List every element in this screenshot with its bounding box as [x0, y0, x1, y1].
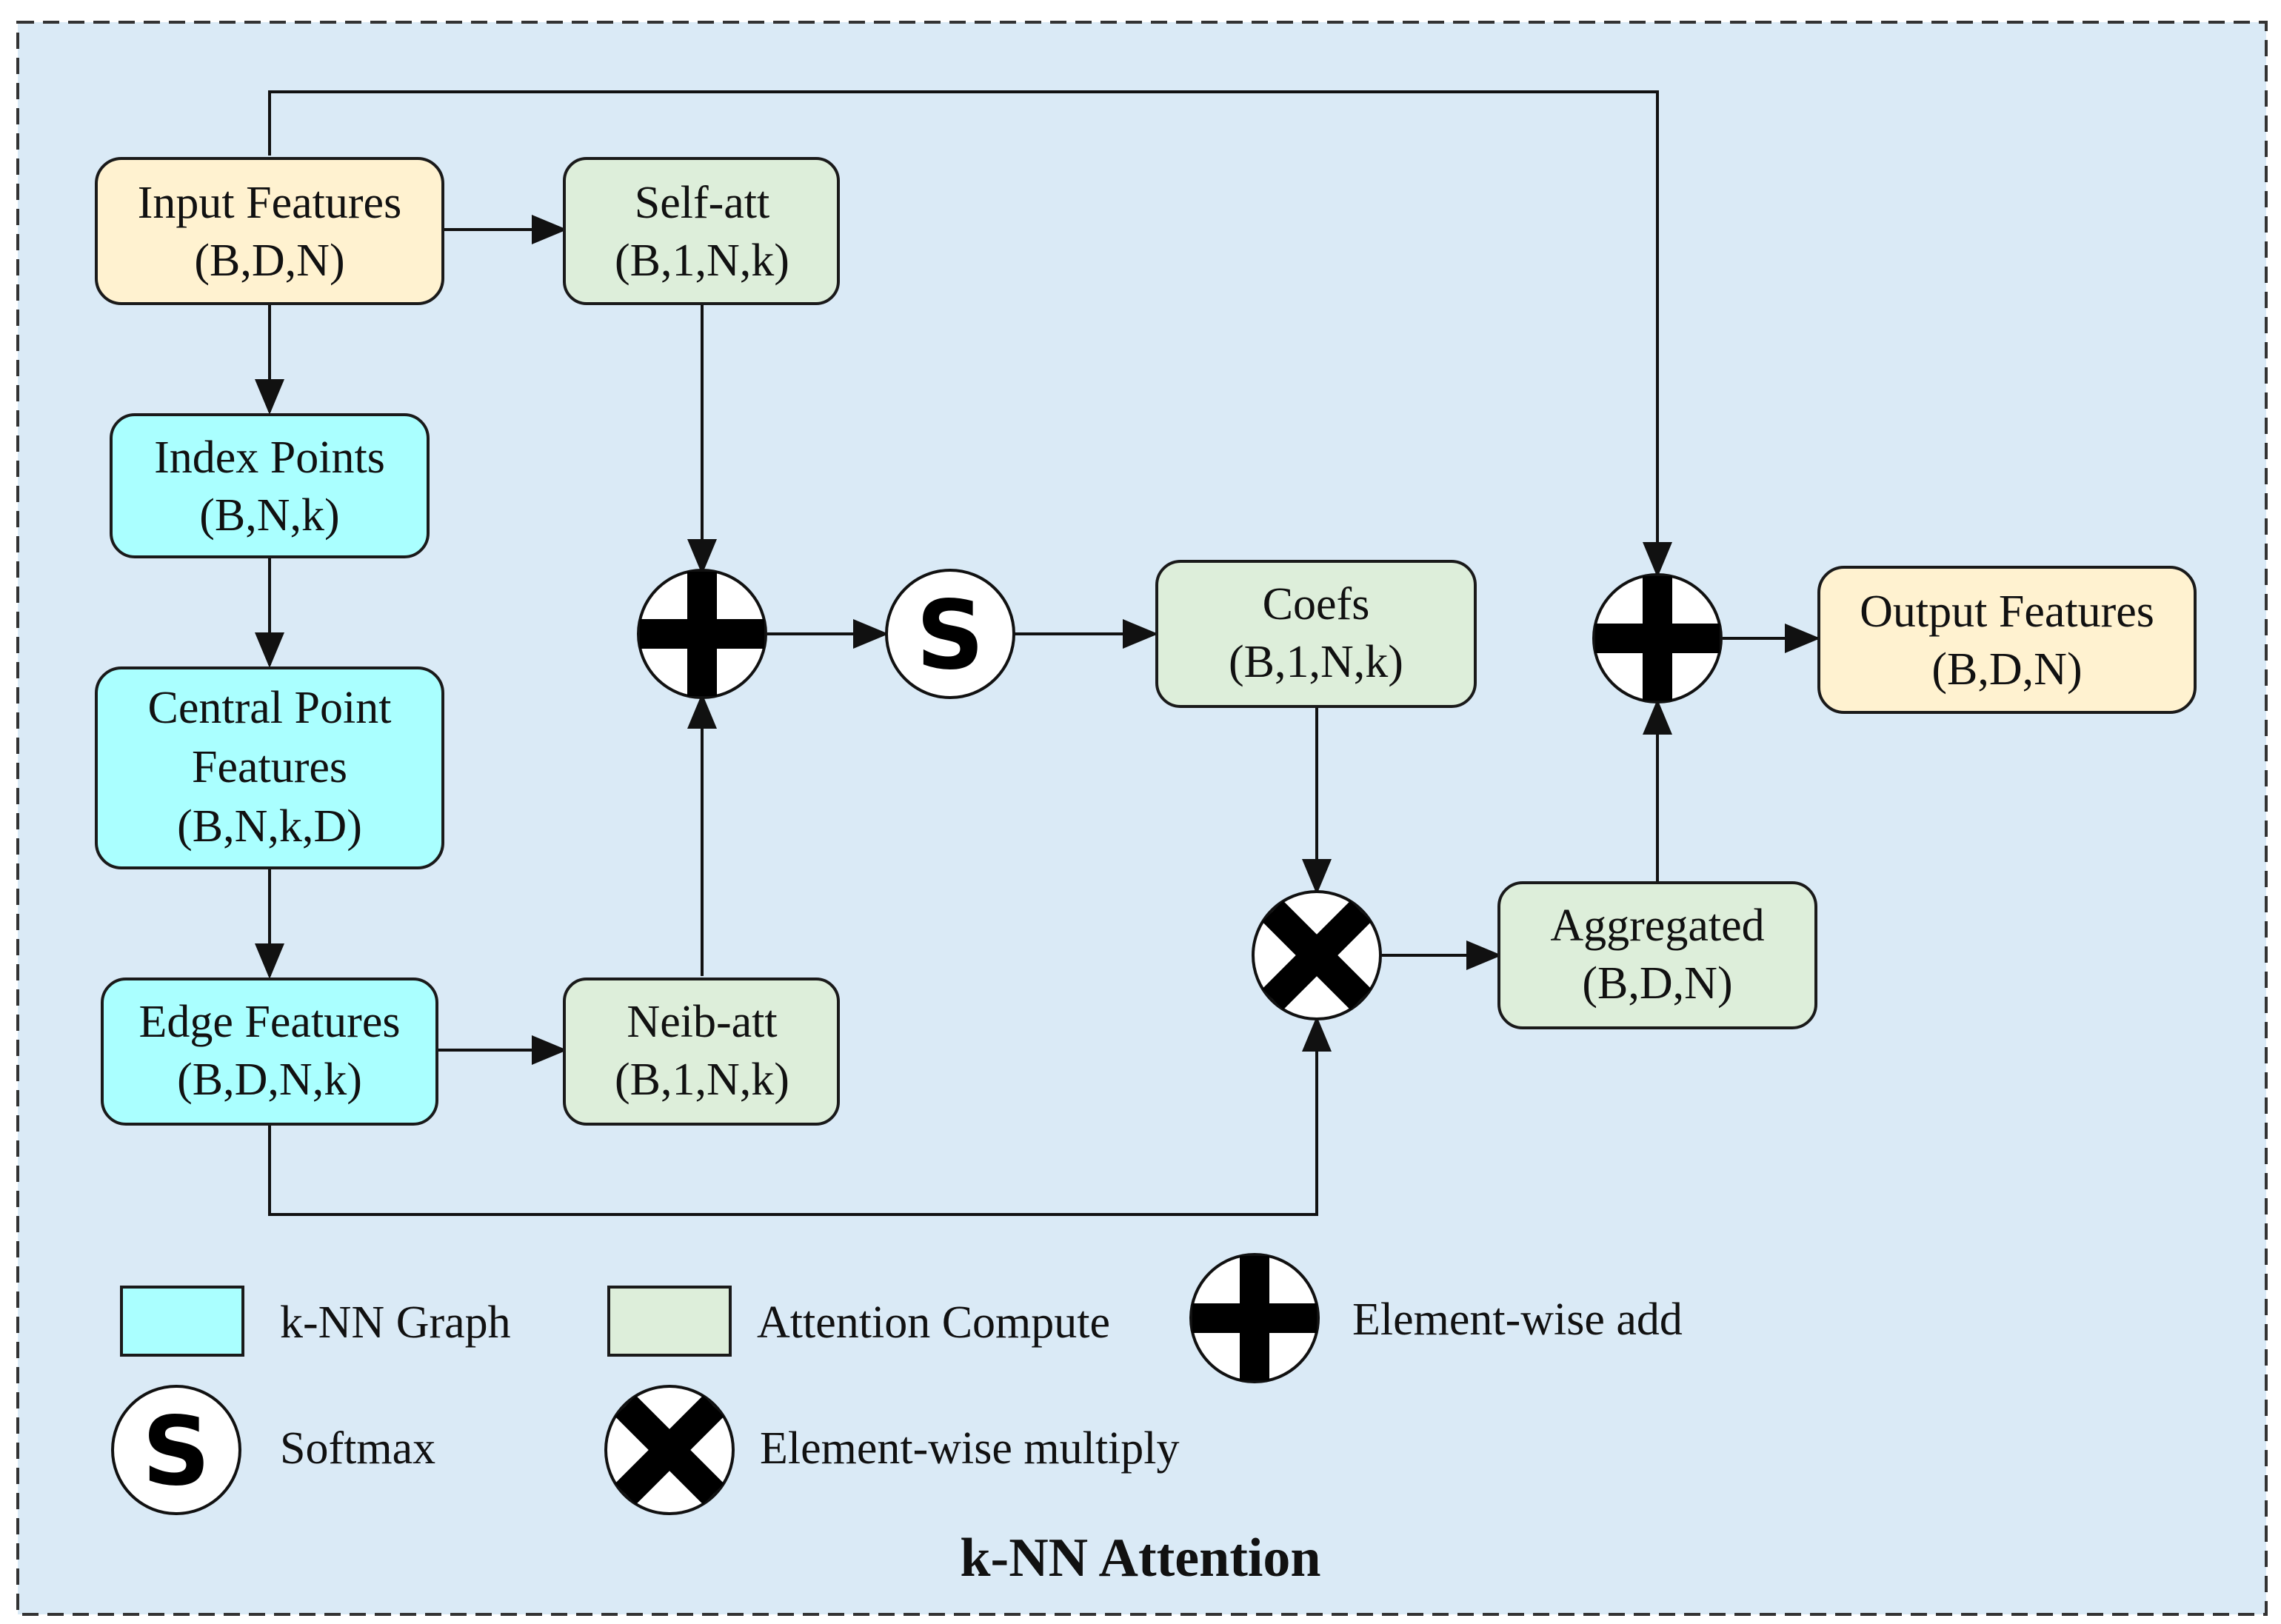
legend-element-wise-multiply-label: Element-wise multiply [760, 1423, 1180, 1474]
input-features-label: Input Features [138, 178, 401, 228]
neib-att-shape: (B,1,N,k) [615, 1055, 789, 1105]
edge-features-label: Edge Features [139, 997, 401, 1047]
aggregated-shape: (B,D,N) [1582, 958, 1732, 1009]
index-points-box [110, 413, 430, 558]
index-points-shape: (B,N,k) [199, 490, 339, 541]
legend: k-NN Graph Attention Compute Element-wis… [111, 1253, 1683, 1515]
input-features-node: Input Features (B,D,N) [95, 157, 444, 305]
input-features-box [95, 157, 444, 305]
output-features-box [1817, 566, 2197, 714]
self-att-box [563, 157, 840, 305]
aggregated-node: Aggregated (B,D,N) [1497, 881, 1817, 1029]
central-point-features-node: Central Point Features (B,N,k,D) [95, 666, 444, 869]
legend-softmax-label: Softmax [280, 1423, 435, 1474]
diagram-title: k-NN Attention [960, 1528, 1320, 1588]
legend-softmax-glyph: S [142, 1397, 210, 1507]
aggregated-box [1497, 881, 1817, 1029]
central-point-features-label-1: Central Point [148, 683, 392, 733]
aggregated-label: Aggregated [1550, 900, 1764, 951]
coefs-shape: (B,1,N,k) [1229, 637, 1403, 687]
neib-att-box [563, 978, 840, 1126]
output-features-node: Output Features (B,D,N) [1817, 566, 2197, 714]
legend-attention-compute-label: Attention Compute [757, 1297, 1110, 1348]
central-point-features-label-2: Features [192, 742, 347, 792]
softmax-glyph: S [916, 581, 984, 691]
legend-knn-graph-label: k-NN Graph [280, 1297, 511, 1348]
legend-attention-compute-swatch [607, 1286, 732, 1357]
coefs-label: Coefs [1263, 579, 1370, 629]
output-features-label: Output Features [1860, 587, 2154, 637]
output-features-shape: (B,D,N) [1931, 644, 2082, 695]
neib-att-node: Neib-att (B,1,N,k) [563, 978, 840, 1126]
edge-features-node: Edge Features (B,D,N,k) [101, 978, 438, 1126]
input-features-shape: (B,D,N) [194, 235, 344, 286]
central-point-features-box [95, 666, 444, 869]
self-att-shape: (B,1,N,k) [615, 235, 789, 286]
times-icon [604, 1385, 735, 1515]
arrow-input-skip-to-add [268, 90, 1672, 578]
legend-knn-graph-swatch [120, 1286, 244, 1357]
plus-icon [637, 569, 767, 699]
plus-icon [1189, 1253, 1320, 1383]
connectors [255, 90, 1820, 1216]
coefs-node: Coefs (B,1,N,k) [1155, 560, 1477, 708]
softmax-icon: S [111, 1385, 241, 1515]
self-att-node: Self-att (B,1,N,k) [563, 157, 840, 305]
central-point-features-shape: (B,N,k,D) [177, 801, 362, 852]
index-points-label: Index Points [154, 432, 385, 483]
edge-features-shape: (B,D,N,k) [177, 1055, 362, 1105]
index-points-node: Index Points (B,N,k) [110, 413, 430, 558]
arrow-edge-to-multiply [268, 1016, 1332, 1216]
legend-element-wise-add-label: Element-wise add [1352, 1294, 1683, 1345]
softmax-icon: S [885, 569, 1015, 699]
edge-features-box [101, 978, 438, 1126]
plus-icon [1592, 573, 1723, 704]
coefs-box [1155, 560, 1477, 708]
self-att-label: Self-att [635, 178, 770, 228]
neib-att-label: Neib-att [627, 997, 777, 1047]
times-icon [1252, 890, 1382, 1020]
